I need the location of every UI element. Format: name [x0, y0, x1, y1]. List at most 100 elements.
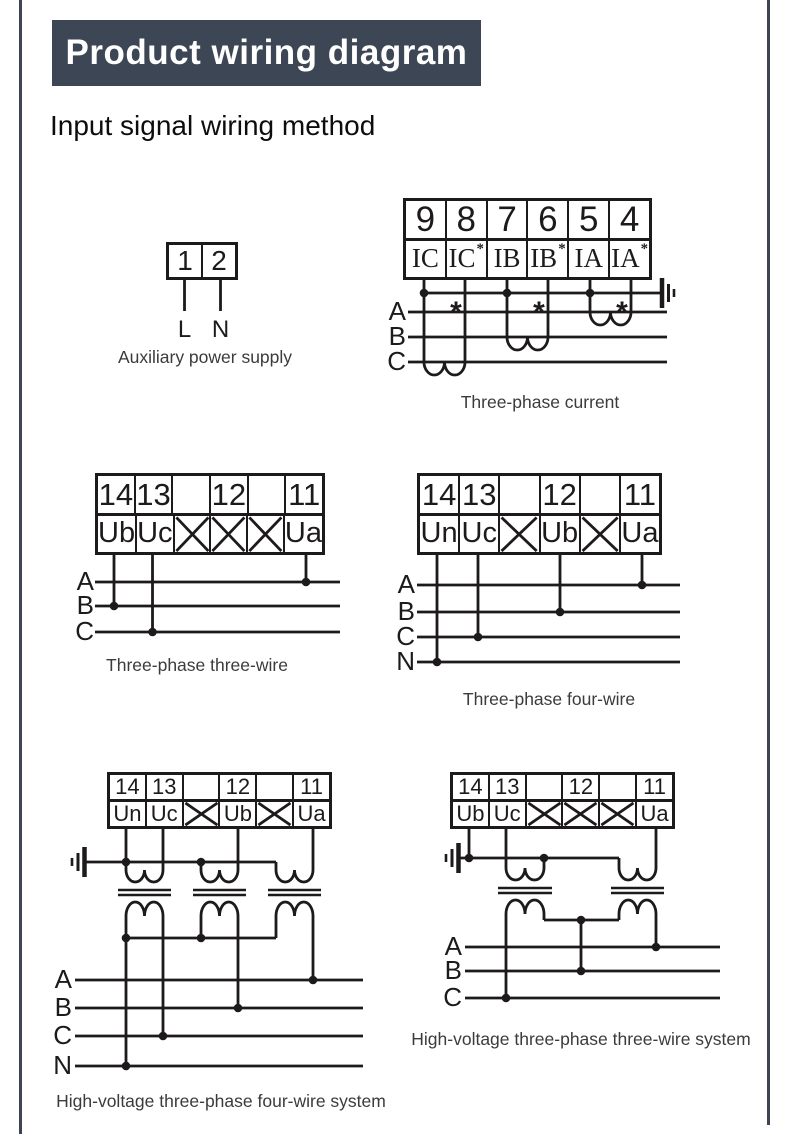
phase-label-c: C	[443, 982, 462, 1012]
terminal-cell: IB	[485, 240, 527, 277]
terminal-cell: Ub	[98, 517, 136, 550]
terminal-cell: Ub	[456, 801, 485, 826]
terminal-cell	[181, 802, 219, 826]
terminal-cell: 13	[133, 476, 172, 513]
section-heading: Input signal wiring method	[50, 110, 376, 141]
terminal-cell: 2	[201, 245, 235, 277]
terminal-cell	[171, 476, 209, 513]
terminal-cell: 13	[458, 476, 498, 513]
phase-label-b: B	[77, 590, 94, 620]
caption-four-wire: Three-phase four-wire	[462, 689, 636, 709]
terminal-cell: Uc	[458, 515, 498, 552]
terminal-cell	[561, 802, 598, 826]
crossed-out-icon	[257, 802, 292, 826]
terminal-cell: Ub	[538, 515, 579, 552]
terminal-cell: Ua	[282, 515, 322, 552]
caption-three-phase-current: Three-phase current	[460, 392, 620, 412]
terminal-cell: 11	[635, 775, 672, 799]
terminal-cell: 13	[487, 775, 525, 799]
terminal-cell: Uc	[487, 802, 525, 826]
phase-label-a: A	[77, 566, 95, 596]
terminal-cell	[524, 775, 562, 799]
terminal-cell	[578, 515, 619, 553]
three-phase-four-wire-wires: A B C N	[396, 555, 680, 676]
phase-label-b: B	[55, 992, 72, 1022]
terminal-cell: 12	[209, 476, 247, 513]
crossed-out-icon	[211, 516, 246, 553]
phase-label-a: A	[55, 964, 73, 994]
caption-aux-power: Auxiliary power supply	[117, 347, 293, 367]
terminal-cell: IC*	[444, 240, 486, 277]
phase-label-c: C	[387, 346, 406, 376]
terminal-cell: 13	[144, 775, 182, 799]
phase-label-c: C	[53, 1020, 72, 1050]
terminal-cell: IA	[567, 240, 608, 277]
title-banner: Product wiring diagram	[52, 20, 481, 86]
aux-power-wires: L N	[178, 280, 229, 343]
terminal-cell: 14	[458, 774, 483, 799]
terminal-cell: IA*	[608, 240, 649, 277]
crossed-out-icon	[175, 516, 210, 553]
polarity-mark: *	[640, 240, 649, 257]
phase-label-b: B	[398, 596, 415, 626]
junction-dots	[432, 580, 647, 667]
terminal-cell: Uc	[144, 802, 182, 826]
caption-hv-four-wire: High-voltage three-phase four-wire syste…	[56, 1091, 386, 1111]
phase-label-b: B	[389, 321, 406, 351]
junction-dots	[121, 857, 318, 1071]
terminal-cell: 11	[618, 476, 659, 513]
terminal-cell: 7	[485, 201, 527, 238]
terminal-cell: Ua	[635, 802, 672, 826]
hv-three-wire-wires: A B C	[443, 829, 720, 1012]
terminal-cell	[598, 775, 635, 799]
caption-hv-three-wire: High-voltage three-phase three-wire syst…	[411, 1029, 751, 1049]
terminal-cell: Ua	[292, 802, 329, 826]
page-left-border	[19, 0, 22, 1134]
crossed-out-icon	[500, 516, 538, 553]
phase-label-n: N	[396, 646, 415, 676]
terminal-cell: Uc	[135, 515, 173, 552]
caption-three-wire: Three-phase three-wire	[106, 655, 288, 675]
aux-wire-label-n: N	[212, 316, 229, 343]
hv-four-wire-wires: A B C N	[53, 829, 363, 1080]
crossed-out-icon	[581, 516, 619, 553]
terminal-cell: Ua	[618, 515, 659, 552]
junction-dots	[109, 577, 311, 637]
page-right-border	[767, 0, 770, 1125]
terminal-cell: Un	[113, 801, 142, 826]
terminal-cell	[172, 515, 210, 553]
terminal-cell: 6	[526, 201, 567, 238]
crossed-out-icon	[184, 802, 219, 826]
crossed-out-icon	[563, 802, 598, 826]
crossed-out-icon	[248, 516, 283, 553]
terminal-cell: 1	[177, 245, 193, 276]
phase-label-a: A	[398, 569, 416, 599]
junction-dots	[464, 853, 661, 1003]
polarity-mark: *	[533, 296, 545, 329]
terminal-cell	[209, 515, 246, 553]
terminal-cell: IB*	[526, 240, 567, 277]
terminal-cell: IC	[411, 243, 439, 274]
phase-label-b: B	[445, 955, 462, 985]
phase-label-c: C	[75, 616, 94, 646]
terminal-cell	[255, 802, 292, 826]
junction-dots	[419, 288, 595, 298]
terminal-cell: 4	[608, 201, 649, 238]
polarity-mark: *	[558, 240, 566, 257]
